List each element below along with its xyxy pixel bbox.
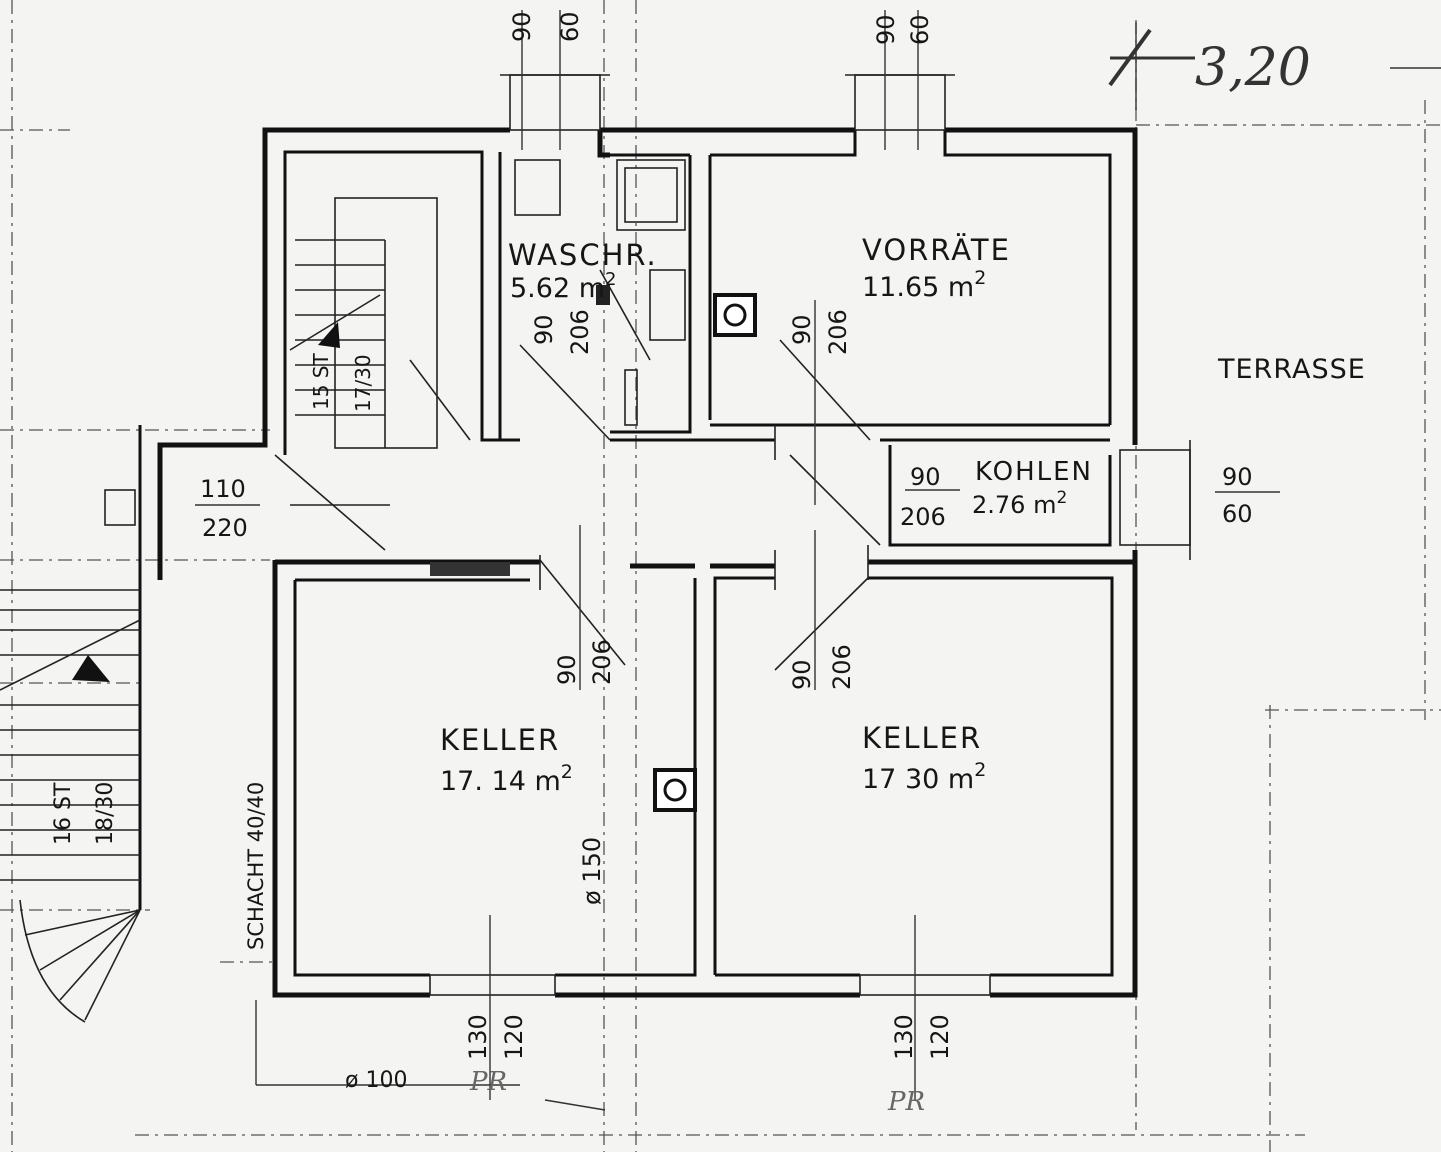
keller-right-area: 17 30 m2 [862,759,986,795]
dim-window-top-left-height: 60 [556,11,584,42]
dim-window-keller-left-height: 120 [500,1014,528,1060]
elevation-note: 3,20 [1108,28,1311,98]
dimension-labels: 90 60 90 60 90 206 90 206 90 206 90 60 1… [51,11,1253,1093]
dim-window-kohlen-width: 90 [1222,463,1253,491]
dim-door-wasch-width: 90 [530,314,558,345]
door-swings [274,339,881,671]
kohlen-area: 2.76 m2 [972,488,1067,519]
dim-entry-width: 110 [200,475,246,503]
dim-door-keller-left-width: 90 [553,654,581,685]
kohlen-name: KOHLEN [975,457,1093,487]
elevation-value: 3,20 [1195,38,1311,98]
dim-entry-height: 220 [202,514,248,542]
dim-window-top-left-width: 90 [508,11,536,42]
vorraete-area: 11.65 m2 [862,267,986,303]
windows [429,74,1191,996]
keller-left-name: KELLER [440,723,560,757]
dim-window-top-right-height: 60 [906,14,934,45]
dim-door-kohlen-height: 206 [900,503,946,531]
dim-stair-outer-ratio: 18/30 [93,782,118,845]
dim-pipe-100: ø 100 [345,1068,407,1093]
dim-door-keller-right-width: 90 [788,659,816,690]
dim-door-keller-right-height: 206 [828,644,856,690]
dim-stair-inner-ratio: 17/30 [351,354,375,412]
dimension-lines [195,10,1280,1111]
pencil-marks: PR PR [469,1067,925,1117]
pr-mark-left: PR [469,1067,507,1097]
terrasse-name: TERRASSE [1217,354,1366,385]
wash-fixtures [514,159,686,426]
dim-schacht: SCHACHT 40/40 [244,782,268,950]
outer-walls [157,127,1138,998]
dim-window-keller-right-width: 130 [890,1014,918,1060]
dim-pipe-150: ø 150 [578,837,606,905]
dim-stair-inner-count: 15 ST [309,352,333,410]
dim-door-kohlen-width: 90 [910,463,941,491]
dim-door-wasch-height: 206 [566,309,594,355]
dim-stair-outer-count: 16 ST [51,782,76,845]
room-labels: WASCHR. 5.62 m2 VORRÄTE 11.65 m2 KOHLEN … [440,233,1366,797]
dim-window-keller-left-width: 130 [464,1014,492,1060]
dim-door-keller-left-height: 206 [588,639,616,685]
interior-stair [289,197,471,449]
keller-right-name: KELLER [862,721,982,755]
outer-stair [0,489,141,1023]
keller-left-area: 17. 14 m2 [440,761,573,797]
pr-mark-right: PR [887,1087,925,1117]
waschraum-area: 5.62 m2 [510,269,616,304]
dim-window-keller-right-height: 120 [926,1014,954,1060]
dim-window-kohlen-height: 60 [1222,500,1253,528]
dim-door-vorraete-height: 206 [824,309,852,355]
inner-walls [138,130,1135,977]
waschraum-name: WASCHR. [508,238,658,272]
dim-door-vorraete-width: 90 [788,314,816,345]
dim-window-top-right-width: 90 [872,14,900,45]
chimney-icons [653,293,757,812]
vorraete-name: VORRÄTE [862,233,1011,267]
